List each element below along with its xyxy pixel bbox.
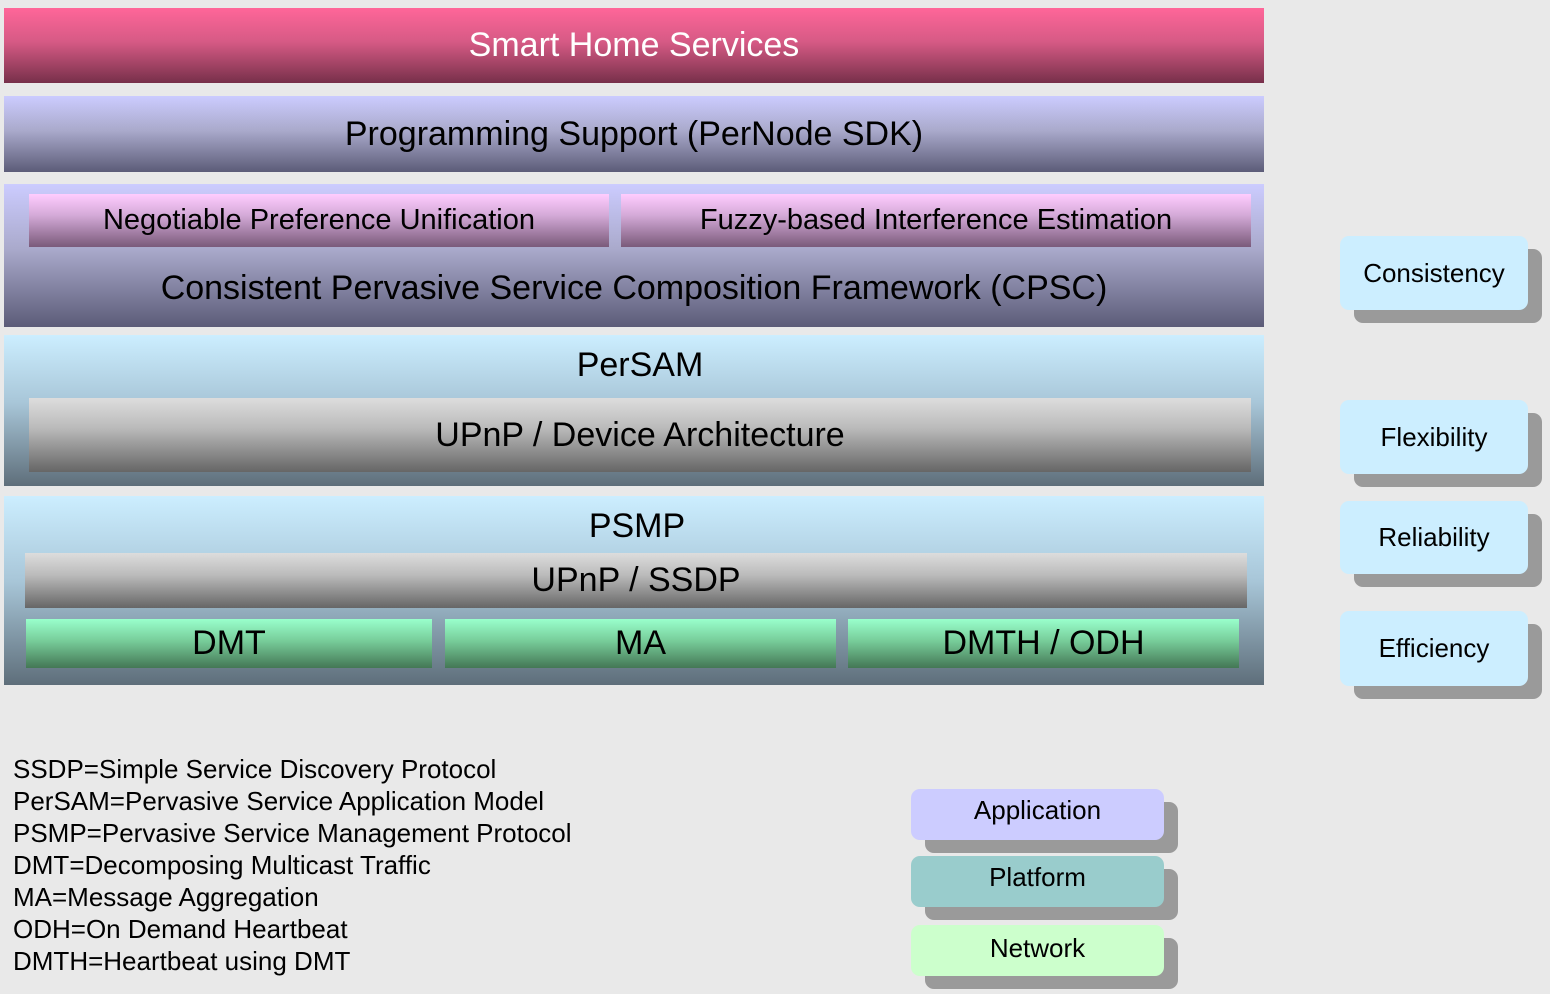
npu-label: Negotiable Preference Unification — [102, 204, 536, 236]
ma-box: MA — [445, 619, 836, 668]
ma-label: MA — [615, 624, 666, 662]
abbreviation: PerSAM=Pervasive Service Application Mod… — [13, 786, 545, 816]
psmp-layer: PSMP UPnP / SSDP DMT MA DMTH / ODH — [4, 496, 1264, 685]
abbreviation: DMTH=Heartbeat using DMT — [13, 946, 351, 976]
property-efficiency: Efficiency — [1340, 611, 1528, 686]
dmth-odh-box: DMTH / ODH — [848, 619, 1239, 668]
psmp-title: PSMP — [588, 506, 686, 545]
upnp-da-label: UPnP / Device Architecture — [435, 415, 845, 454]
legend-platform: Platform — [911, 856, 1164, 907]
legend-label: Platform — [989, 862, 1086, 892]
property-consistency: Consistency — [1340, 236, 1528, 310]
layer-label: Smart Home Services — [468, 26, 800, 64]
property-label: Reliability — [1378, 522, 1490, 552]
programming-support-layer: Programming Support (PerNode SDK) — [4, 96, 1264, 172]
abbreviation-list: SSDP=Simple Service Discovery Protocol P… — [13, 753, 572, 977]
cpsc-layer: Negotiable Preference Unification Fuzzy-… — [4, 184, 1264, 327]
legend-application: Application — [911, 789, 1164, 840]
persam-title: PerSAM — [576, 345, 704, 384]
legend-label: Application — [973, 795, 1102, 825]
property-flexibility: Flexibility — [1340, 400, 1528, 474]
abbreviation: SSDP=Simple Service Discovery Protocol — [13, 754, 497, 784]
npu-box: Negotiable Preference Unification — [29, 194, 609, 247]
legend-network: Network — [911, 925, 1164, 976]
property-reliability: Reliability — [1340, 501, 1528, 574]
upnp-device-architecture-box: UPnP / Device Architecture — [29, 398, 1251, 472]
dmt-label: DMT — [192, 624, 266, 662]
persam-layer: PerSAM UPnP / Device Architecture — [4, 335, 1264, 486]
property-label: Flexibility — [1380, 421, 1488, 452]
abbreviation: DMT=Decomposing Multicast Traffic — [13, 850, 431, 880]
fie-label: Fuzzy-based Interference Estimation — [699, 204, 1173, 236]
legend-label: Network — [989, 933, 1086, 963]
fie-box: Fuzzy-based Interference Estimation — [621, 194, 1251, 247]
dmt-box: DMT — [26, 619, 432, 668]
abbreviation: PSMP=Pervasive Service Management Protoc… — [13, 818, 572, 848]
upnp-ssdp-label: UPnP / SSDP — [531, 561, 741, 599]
cpsc-title: Consistent Pervasive Service Composition… — [160, 268, 1108, 307]
property-label: Consistency — [1363, 257, 1505, 288]
smart-home-services-layer: Smart Home Services — [4, 8, 1264, 83]
layer-label: Programming Support (PerNode SDK) — [344, 114, 924, 153]
abbreviation: ODH=On Demand Heartbeat — [13, 914, 348, 944]
property-label: Efficiency — [1378, 633, 1490, 663]
dmth-label: DMTH / ODH — [942, 624, 1145, 662]
upnp-ssdp-box: UPnP / SSDP — [25, 553, 1247, 608]
abbreviation: MA=Message Aggregation — [13, 882, 319, 912]
